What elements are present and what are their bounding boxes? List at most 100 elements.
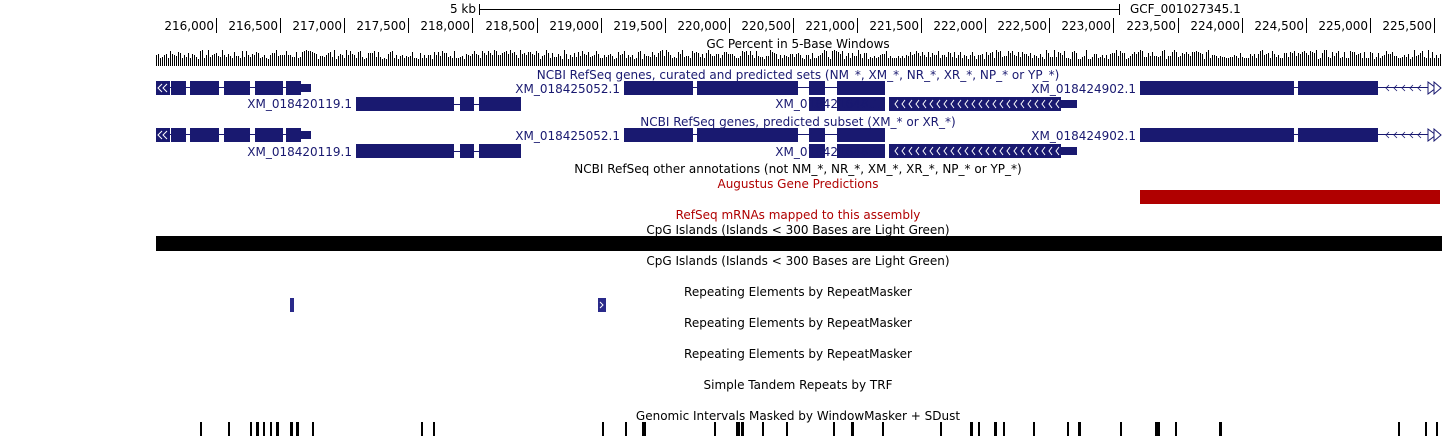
masked-interval[interactable]: [1033, 422, 1035, 436]
track-title-trf[interactable]: Simple Tandem Repeats by TRF: [703, 378, 893, 392]
gene-exon[interactable]: [156, 81, 170, 95]
masked-interval[interactable]: [1078, 422, 1081, 436]
gene-label[interactable]: XM_018420119.1: [247, 145, 352, 159]
gene-exon[interactable]: [837, 128, 885, 142]
masked-interval[interactable]: [714, 422, 716, 436]
masked-interval[interactable]: [762, 422, 764, 436]
gene-exon[interactable]: [356, 144, 454, 158]
masked-interval[interactable]: [978, 422, 980, 436]
masked-interval[interactable]: [296, 422, 299, 436]
repeat-element[interactable]: [598, 298, 606, 312]
gc-percent-wiggle[interactable]: [156, 50, 1442, 66]
masked-interval[interactable]: [851, 422, 854, 436]
track-title-refseq-mrna[interactable]: RefSeq mRNAs mapped to this assembly: [675, 208, 921, 222]
track-title-repeatmasker[interactable]: Repeating Elements by RepeatMasker: [684, 316, 912, 330]
masked-interval[interactable]: [1219, 422, 1222, 436]
repeat-element[interactable]: [290, 298, 294, 312]
track-title-refseq-other[interactable]: NCBI RefSeq other annotations (not NM_*,…: [574, 162, 1022, 176]
gene-exon[interactable]: [301, 84, 311, 92]
gene-exon[interactable]: [837, 144, 885, 158]
gene-exon[interactable]: [1140, 81, 1294, 95]
gene-intron-line[interactable]: [1378, 87, 1438, 88]
cpg-island-block[interactable]: [156, 236, 1442, 251]
masked-interval[interactable]: [602, 422, 604, 436]
track-title-refseq-curated[interactable]: NCBI RefSeq genes, curated and predicted…: [536, 68, 1060, 82]
masked-interval[interactable]: [1425, 422, 1427, 436]
gene-intron-line[interactable]: [1294, 134, 1298, 135]
track-title-cpg-islands[interactable]: CpG Islands (Islands < 300 Bases are Lig…: [646, 223, 950, 237]
masked-interval[interactable]: [1155, 422, 1160, 436]
masked-interval[interactable]: [200, 422, 202, 436]
masked-interval[interactable]: [642, 422, 646, 436]
masked-interval[interactable]: [421, 422, 423, 436]
gene-exon[interactable]: [1061, 100, 1077, 108]
masked-interval[interactable]: [736, 422, 740, 436]
gene-exon[interactable]: [809, 128, 825, 142]
gene-exon[interactable]: [356, 97, 454, 111]
gene-exon[interactable]: [171, 128, 186, 142]
gene-exon[interactable]: [809, 97, 825, 111]
track-title-repeatmasker[interactable]: Repeating Elements by RepeatMasker: [684, 347, 912, 361]
masked-interval[interactable]: [833, 422, 835, 436]
masked-interval[interactable]: [625, 422, 627, 436]
gene-exon[interactable]: [624, 128, 693, 142]
gene-exon[interactable]: [837, 97, 885, 111]
masked-interval[interactable]: [1436, 422, 1438, 436]
gene-exon[interactable]: [809, 144, 825, 158]
masked-interval[interactable]: [433, 422, 435, 436]
gene-intron-line[interactable]: [1294, 87, 1298, 88]
track-title-cpg-islands[interactable]: CpG Islands (Islands < 300 Bases are Lig…: [646, 254, 950, 268]
gene-label[interactable]: XM_018421648.1: [775, 97, 880, 111]
gene-exon[interactable]: [224, 81, 250, 95]
gene-label[interactable]: XM_018424902.1: [1031, 129, 1136, 143]
masked-interval[interactable]: [270, 422, 272, 436]
masked-interval[interactable]: [786, 422, 788, 436]
gene-exon[interactable]: [460, 144, 474, 158]
masked-interval[interactable]: [312, 422, 314, 436]
gene-exon[interactable]: [286, 81, 301, 95]
gene-exon[interactable]: [255, 128, 283, 142]
gene-exon[interactable]: [837, 81, 885, 95]
gene-exon[interactable]: [889, 144, 1061, 158]
gene-exon[interactable]: [255, 81, 283, 95]
gene-exon[interactable]: [1298, 81, 1378, 95]
gene-exon[interactable]: [286, 128, 301, 142]
gene-label[interactable]: XM_018425052.1: [515, 129, 620, 143]
masked-interval[interactable]: [276, 422, 279, 436]
masked-interval[interactable]: [882, 422, 884, 436]
gene-exon[interactable]: [301, 131, 311, 139]
masked-interval[interactable]: [1067, 422, 1069, 436]
gene-exon[interactable]: [1140, 128, 1294, 142]
masked-interval[interactable]: [741, 422, 744, 436]
masked-interval[interactable]: [970, 422, 973, 436]
gene-exon[interactable]: [1298, 128, 1378, 142]
track-title-augustus[interactable]: Augustus Gene Predictions: [717, 177, 879, 191]
gene-exon[interactable]: [171, 81, 186, 95]
masked-interval[interactable]: [228, 422, 230, 436]
track-title-gc-percent[interactable]: GC Percent in 5-Base Windows: [706, 37, 890, 51]
gene-exon[interactable]: [190, 128, 219, 142]
masked-interval[interactable]: [1120, 422, 1122, 436]
masked-interval[interactable]: [290, 422, 293, 436]
gene-label[interactable]: XM_018424902.1: [1031, 82, 1136, 96]
gene-exon[interactable]: [697, 81, 798, 95]
track-title-repeatmasker[interactable]: Repeating Elements by RepeatMasker: [684, 285, 912, 299]
gene-exon[interactable]: [479, 144, 521, 158]
gene-exon[interactable]: [156, 128, 170, 142]
track-title-refseq-predicted[interactable]: NCBI RefSeq genes, predicted subset (XM_…: [640, 115, 956, 129]
gene-exon[interactable]: [224, 128, 250, 142]
gene-exon[interactable]: [1061, 147, 1077, 155]
gene-exon[interactable]: [889, 97, 1061, 111]
masked-interval[interactable]: [1398, 422, 1400, 436]
track-title-windowmasker[interactable]: Genomic Intervals Masked by WindowMasker…: [635, 409, 961, 423]
masked-interval[interactable]: [1003, 422, 1005, 436]
masked-interval[interactable]: [940, 422, 942, 436]
masked-interval[interactable]: [1175, 422, 1177, 436]
gene-label[interactable]: XM_018420119.1: [247, 97, 352, 111]
masked-interval[interactable]: [263, 422, 265, 436]
gene-exon[interactable]: [624, 81, 693, 95]
gene-label[interactable]: XM_018421648.1: [775, 145, 880, 159]
masked-interval[interactable]: [994, 422, 997, 436]
gene-exon[interactable]: [809, 81, 825, 95]
